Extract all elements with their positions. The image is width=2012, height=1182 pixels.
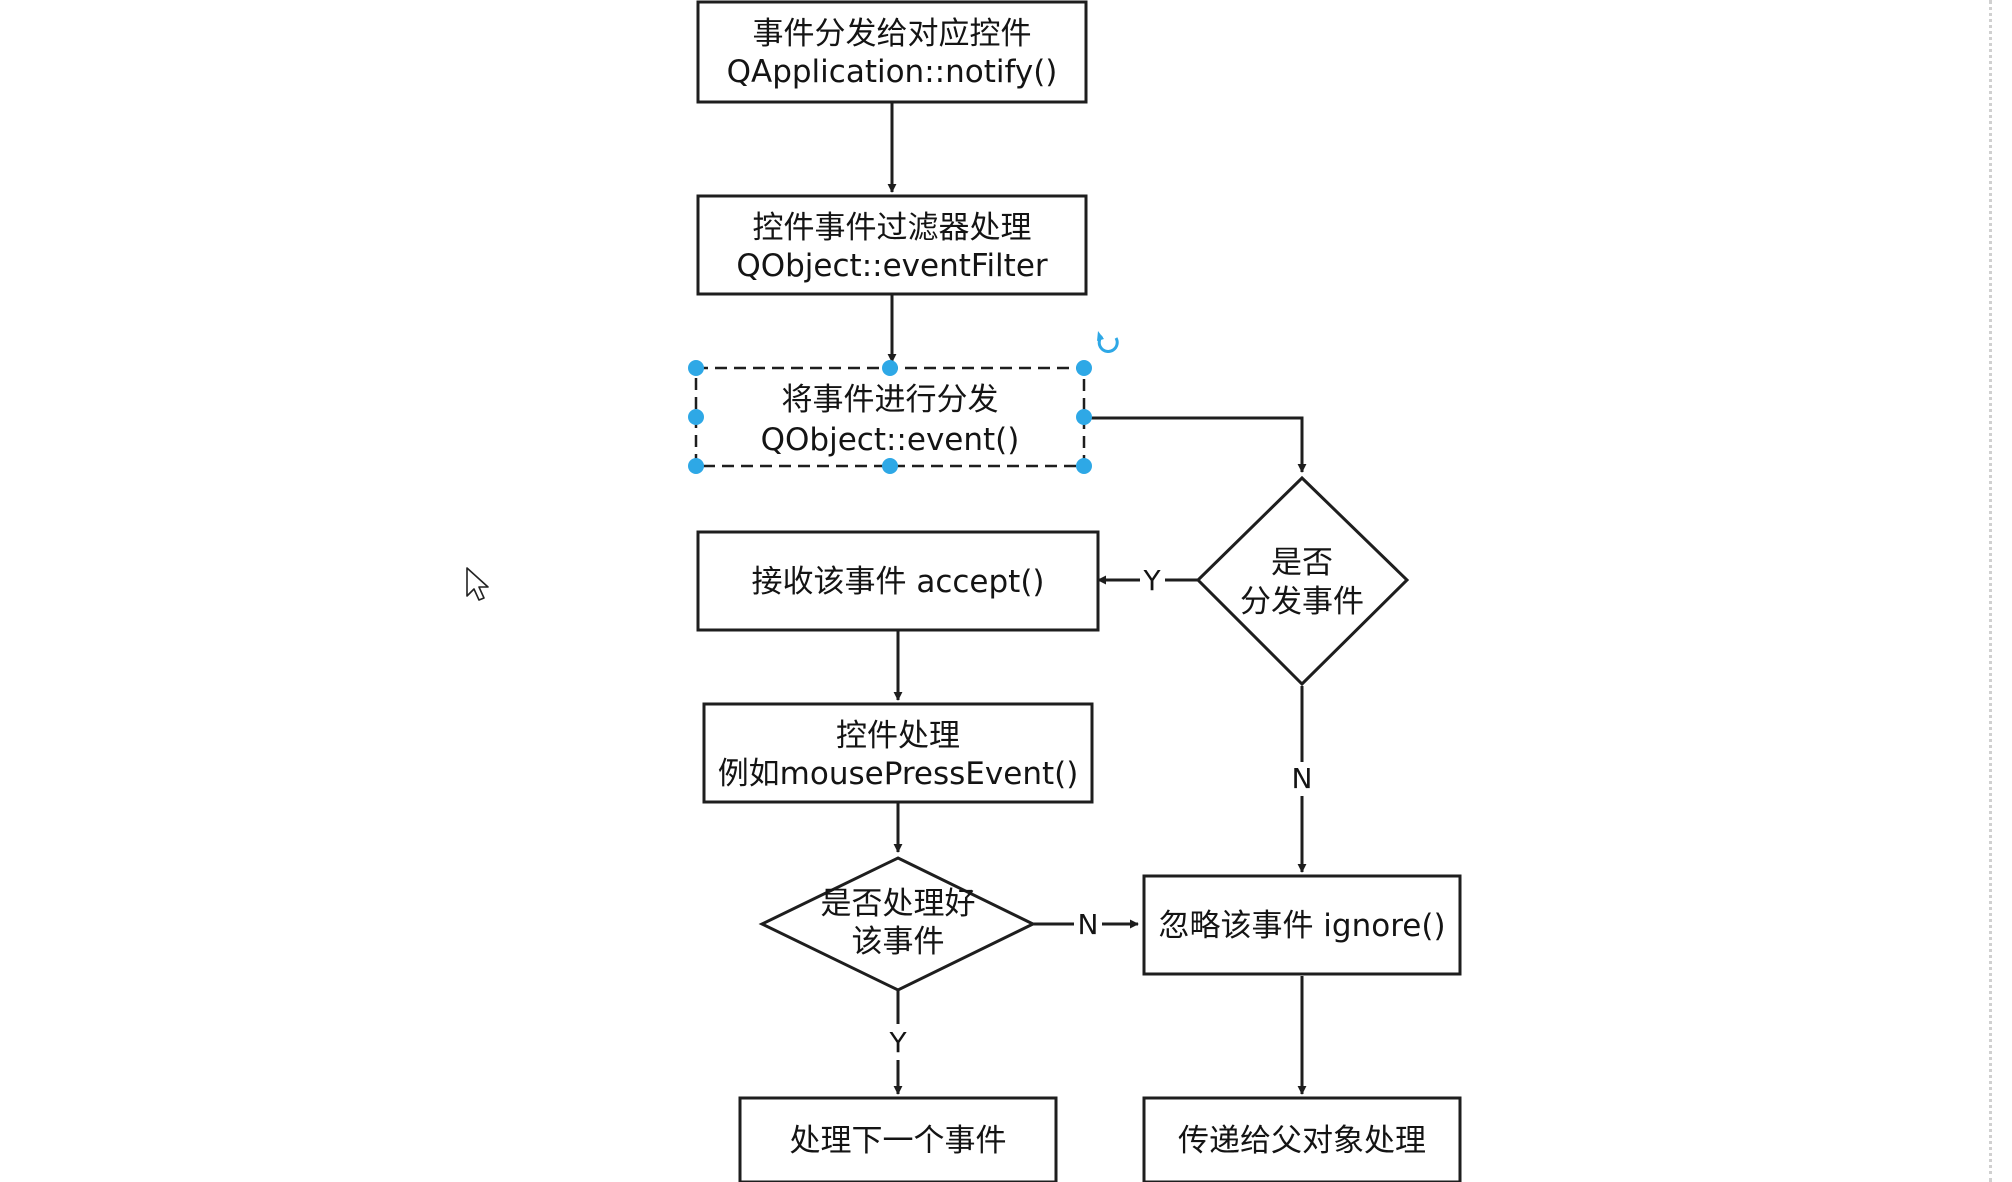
resize-handle-right[interactable] [1076, 409, 1092, 425]
flow-node-next-event[interactable]: 处理下一个事件 [738, 1096, 1058, 1182]
flow-node-notify[interactable]: 事件分发给对应控件 QApplication::notify() [696, 0, 1088, 104]
flow-node-event-dispatch[interactable]: 将事件进行分发 QObject::event() [694, 366, 1086, 468]
flow-node-ignore[interactable]: 忽略该事件 ignore() [1142, 874, 1462, 976]
edge-label-handled-yes: Y [888, 1026, 907, 1059]
resize-handle-bottom-left[interactable] [688, 458, 704, 474]
flow-node-handled-question[interactable]: 是否处理好 该事件 [758, 856, 1037, 992]
resize-handle-top-left[interactable] [688, 360, 704, 376]
edge-event-to-dispatch-question [1088, 416, 1307, 473]
flow-node-dispatch-question[interactable]: 是否 分发事件 [1195, 475, 1410, 687]
edge-labels: Y N N Y [888, 564, 1312, 1059]
node-accept-line-1: 接收该事件 accept() [751, 564, 1044, 600]
node-handled-q-line-1: 是否处理好 [821, 886, 976, 922]
selection-handles[interactable] [688, 360, 1092, 474]
flow-node-handle[interactable]: 控件处理 例如mousePressEvent() [702, 702, 1094, 804]
node-notify-line-1: 事件分发给对应控件 [753, 16, 1032, 52]
node-filter-line-1: 控件事件过滤器处理 [753, 210, 1032, 246]
node-event-line-1: 将事件进行分发 [782, 382, 999, 418]
node-dispatch-q-line-1: 是否 [1271, 545, 1333, 581]
edge-label-dispatch-yes: Y [1142, 564, 1161, 597]
node-dispatch-q-line-2: 分发事件 [1240, 584, 1364, 620]
rotate-handle-icon[interactable] [1097, 331, 1119, 354]
resize-handle-bottom[interactable] [882, 458, 898, 474]
node-handle-line-2: 例如mousePressEvent() [718, 756, 1079, 792]
node-parent-line-1: 传递给父对象处理 [1178, 1123, 1426, 1159]
flow-node-accept[interactable]: 接收该事件 accept() [696, 530, 1100, 632]
arrow-cursor-icon [466, 567, 489, 601]
node-notify-line-2: QApplication::notify() [727, 54, 1058, 90]
connectors [887, 102, 1307, 1095]
flow-node-parent[interactable]: 传递给父对象处理 [1142, 1096, 1462, 1182]
edge-label-dispatch-no: N [1292, 762, 1313, 795]
node-filter-line-2: QObject::eventFilter [736, 248, 1048, 284]
resize-handle-top-right[interactable] [1076, 360, 1092, 376]
flow-node-event-filter[interactable]: 控件事件过滤器处理 QObject::eventFilter [696, 194, 1088, 296]
node-ignore-line-1: 忽略该事件 ignore() [1158, 908, 1445, 944]
resize-handle-bottom-right[interactable] [1076, 458, 1092, 474]
node-next-line-1: 处理下一个事件 [790, 1123, 1007, 1159]
edge-label-handled-no: N [1078, 908, 1099, 941]
node-handled-q-line-2: 该事件 [852, 924, 945, 960]
page-edge-divider [1989, 0, 1992, 1182]
resize-handle-left[interactable] [688, 409, 704, 425]
node-event-line-2: QObject::event() [761, 422, 1020, 458]
resize-handle-top[interactable] [882, 360, 898, 376]
node-handle-line-1: 控件处理 [836, 718, 960, 754]
